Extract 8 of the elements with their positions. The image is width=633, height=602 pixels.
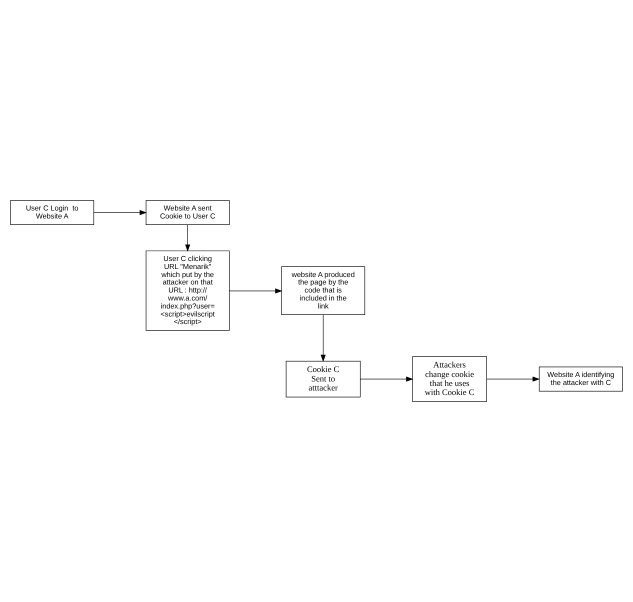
arrow <box>185 224 190 252</box>
arrow <box>229 288 282 294</box>
node-box: Attackers change cookie that he uses with Cookie C <box>412 356 487 402</box>
arrow <box>360 376 414 382</box>
arrow <box>94 210 147 216</box>
node-box: Cookie C Sent to atttacker <box>286 360 361 398</box>
arrow <box>320 314 326 362</box>
arrow <box>486 376 540 382</box>
